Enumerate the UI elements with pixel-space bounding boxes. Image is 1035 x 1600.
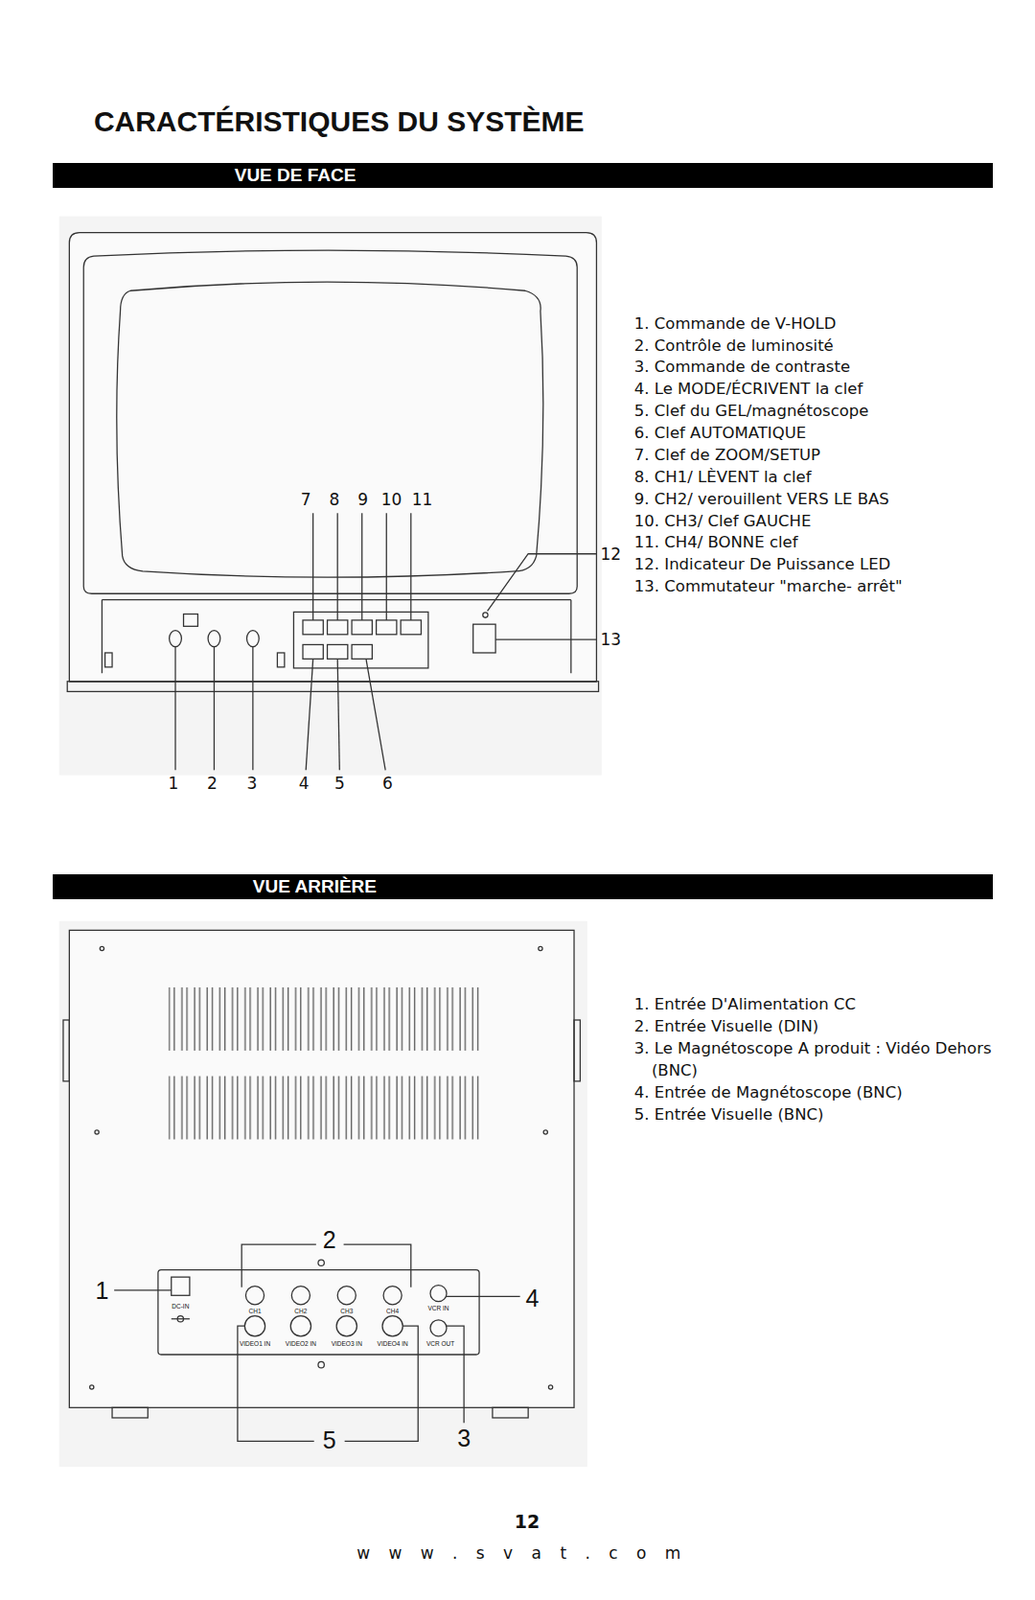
legend-item: 5. Entrée Visuelle (BNC)	[634, 1104, 825, 1127]
legend-item: 11. CH4/ BONNE clef	[634, 531, 799, 554]
legend-item: 8. CH1/ LÈVENT la clef	[634, 466, 812, 489]
callout-number: 12	[600, 544, 622, 564]
callout-number: 2	[322, 1224, 337, 1254]
callout-number: 4	[299, 773, 310, 793]
callout-number: 1	[94, 1275, 109, 1305]
connector-label: CH3	[340, 1308, 353, 1315]
section-heading: VUE ARRIÈRE	[52, 874, 993, 899]
callout-number: 5	[322, 1425, 337, 1454]
page-title: CARACTÉRISTIQUES DU SYSTÈME	[93, 104, 585, 139]
connector-label: CH2	[294, 1308, 307, 1315]
legend-item: 1. Commande de V-HOLD	[634, 313, 837, 336]
connector-label: VCR OUT	[426, 1340, 455, 1348]
connector-label: VCR IN	[428, 1305, 450, 1312]
callout-number: 3	[457, 1423, 471, 1452]
callout-number: 13	[600, 629, 622, 649]
callout-number: 8	[329, 489, 341, 509]
callout-number: 4	[525, 1283, 539, 1312]
connector-label: DC-IN	[171, 1303, 189, 1311]
connector-label: VIDEO2 IN	[285, 1340, 317, 1348]
legend-item: 13. Commutateur "marche- arrêt"	[634, 575, 903, 598]
legend-item: 3. Le Magnétoscope A produit : Vidéo Deh…	[634, 1037, 1016, 1082]
section-band: VUE ARRIÈRE	[52, 874, 993, 899]
monitor-front	[67, 232, 598, 771]
section-band: VUE DE FACE	[52, 162, 993, 188]
footer-url: w w w . s v a t . c o m	[356, 1542, 688, 1563]
callout-number: 1	[167, 773, 179, 793]
callout-number: 11	[412, 489, 434, 509]
callout-number: 10	[381, 489, 403, 509]
callout-number: 9	[357, 489, 368, 509]
callout-number: 5	[334, 773, 345, 793]
section-heading: VUE DE FACE	[52, 162, 993, 188]
legend-item: 12. Indicateur De Puissance LED	[634, 553, 892, 576]
legend-item: 4. Entrée de Magnétoscope (BNC)	[634, 1081, 903, 1104]
connector-label: VIDEO4 IN	[377, 1340, 409, 1348]
legend-item: 9. CH2/ verouillent VERS LE BAS	[634, 488, 890, 511]
legend-item: 2. Contrôle de luminosité	[634, 335, 834, 358]
connector-label: VIDEO1 IN	[239, 1340, 271, 1348]
connector-label: CH4	[386, 1308, 399, 1315]
page-number: 12	[514, 1510, 540, 1533]
legend-item: 4. Le MODE/ÉCRIVENT la clef	[634, 378, 863, 401]
legend-item: 1. Entrée D'Alimentation CC	[634, 993, 856, 1016]
legend-item: 7. Clef de ZOOM/SETUP	[634, 444, 821, 467]
callout-number: 2	[207, 773, 218, 793]
legend-item: 2. Entrée Visuelle (DIN)	[634, 1015, 819, 1038]
legend-item: 5. Clef du GEL/magnétoscope	[634, 400, 870, 423]
legend-item: 10. CH3/ Clef GAUCHE	[634, 510, 812, 533]
monitor-rear	[63, 929, 580, 1441]
callout-number: 3	[246, 773, 257, 793]
callout-number: 6	[382, 773, 393, 793]
legend-item: 6. Clef AUTOMATIQUE	[634, 422, 806, 445]
connector-label: VIDEO3 IN	[331, 1340, 363, 1348]
legend-item: 3. Commande de contraste	[634, 356, 851, 379]
callout-number: 7	[300, 489, 312, 509]
connector-label: CH1	[248, 1308, 261, 1315]
